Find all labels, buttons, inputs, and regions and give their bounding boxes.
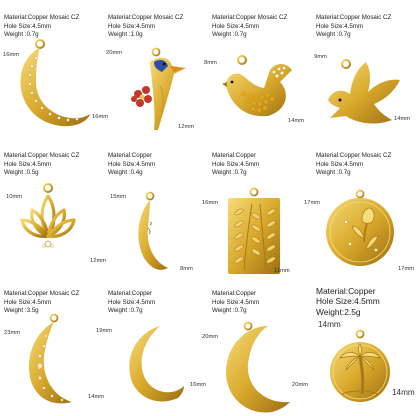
product-specs: Material:Copper Mosaic CZ Hole Size:4.5m…	[4, 290, 79, 316]
product-card-2[interactable]: Material:Copper Mosaic CZ Hole Size:4.5m…	[104, 0, 208, 138]
product-card-6[interactable]: Material:Copper Hole Size:4.5mm Weight :…	[104, 138, 208, 276]
product-specs: Material:Copper Hole Size:4.5mm Weight :…	[212, 290, 259, 316]
width-dimension: 20mm	[202, 334, 219, 340]
product-card-8[interactable]: Material:Copper Mosaic CZ Hole Size:4.5m…	[304, 138, 416, 276]
product-card-11[interactable]: Material:Copper Hole Size:4.5mm Weight :…	[202, 276, 312, 416]
width-dimension: 8mm	[204, 60, 217, 66]
weight-label: Weight:2.5g	[316, 306, 361, 317]
height-dimension: 16mm	[190, 382, 207, 388]
product-specs: Material:Copper Mosaic CZ Hole Size:4.5m…	[212, 14, 287, 40]
hole-size-label: Hole Size:4.5mm	[4, 298, 52, 306]
product-specs: Material:Copper Mosaic CZ Hole Size:4.5m…	[108, 14, 183, 40]
product-card-9[interactable]: Material:Copper Mosaic CZ Hole Size:4.5m…	[0, 276, 104, 416]
weight-label: Weight :0.7g	[316, 169, 351, 177]
hole-size-label: Hole Size:4.5mm	[4, 22, 52, 30]
height-dimension: 12mm	[178, 124, 195, 130]
hole-size-label: Hole Size:4.5mm	[316, 22, 364, 30]
height-dimension: 11mm	[274, 268, 290, 274]
weight-label: Weight :0.7g	[212, 31, 247, 39]
hole-size-label: Hole Size:4.5mm	[4, 160, 52, 168]
width-dimension: 14mm	[318, 320, 341, 329]
product-specs: Material:Copper Hole Size:4.5mm Weight:2…	[316, 286, 380, 317]
product-card-7[interactable]: Material:Copper Hole Size:4.5mm Weight :…	[202, 138, 312, 276]
width-dimension: 23mm	[4, 330, 21, 336]
material-label: Material:Copper Mosaic CZ	[108, 14, 184, 21]
material-label: Material:Copper Mosaic CZ	[316, 152, 392, 159]
height-dimension: 20mm	[292, 382, 309, 388]
material-label: Material:Copper	[108, 290, 153, 297]
material-label: Material:Copper Mosaic CZ	[212, 14, 288, 21]
height-dimension: 16mm	[92, 114, 109, 120]
material-label: Material:Copper Mosaic CZ	[316, 14, 392, 21]
weight-label: Weight :3.5g	[4, 307, 39, 315]
product-specs: Material:Copper Hole Size:4.5mm Weight :…	[212, 152, 259, 178]
product-card-5[interactable]: Material:Copper Mosaic CZ Hole Size:4.5m…	[0, 138, 107, 276]
weight-label: Weight :0.5g	[4, 169, 39, 177]
weight-label: Weight :0.7g	[212, 307, 247, 315]
leaf-tag-pendant-icon	[228, 187, 280, 274]
weight-label: Weight :0.4g	[108, 169, 143, 177]
width-dimension: 16mm	[3, 52, 20, 58]
toucan-flower-pendant-icon	[131, 47, 186, 130]
weight-label: Weight :0.7g	[212, 169, 247, 177]
product-specs: Material:Copper Hole Size:4.5mm Weight :…	[108, 152, 155, 178]
product-specs: Material:Copper Mosaic CZ Hole Size:4.5m…	[316, 152, 391, 178]
material-label: Material:Copper Mosaic CZ	[4, 14, 80, 21]
hook-moon-pendant-icon	[129, 326, 184, 402]
product-card-12[interactable]: Material:Copper Hole Size:4.5mm Weight:2…	[312, 276, 416, 416]
hole-size-label: Hole Size:4.5mm	[212, 22, 260, 30]
hole-size-label: Hole Size:4.5mm	[212, 298, 260, 306]
height-dimension: 14mm	[394, 116, 411, 122]
height-dimension: 8mm	[180, 266, 193, 272]
product-specs: Material:Copper Mosaic CZ Hole Size:4.5m…	[316, 14, 391, 40]
plain-moon-pendant-icon	[226, 321, 290, 413]
product-card-10[interactable]: Material:Copper Hole Size:4.5mm Weight :…	[96, 276, 208, 416]
material-label: Material:Copper	[108, 152, 153, 159]
product-specs: Material:Copper Hole Size:4.5mm Weight :…	[108, 290, 155, 316]
product-specs: Material:Copper Mosaic CZ Hole Size:4.5m…	[4, 152, 79, 178]
tulip-coin-pendant-icon	[326, 189, 394, 266]
width-dimension: 20mm	[106, 50, 123, 56]
width-dimension: 15mm	[110, 194, 127, 200]
hole-size-label: Hole Size:4.5mm	[108, 160, 156, 168]
width-dimension: 10mm	[6, 194, 23, 200]
material-label: Material:Copper	[316, 286, 376, 296]
width-dimension: 19mm	[96, 328, 113, 334]
height-dimension: 12mm	[90, 258, 107, 264]
product-card-4[interactable]: Material:Copper Mosaic CZ Hole Size:4.5m…	[312, 0, 416, 138]
moon-face-pendant-icon	[138, 191, 168, 270]
material-label: Material:Copper	[212, 290, 257, 297]
width-dimension: 16mm	[202, 200, 219, 206]
palm-tree-coin-pendant-icon	[330, 329, 390, 402]
width-dimension: 9mm	[314, 54, 327, 60]
hole-size-label: Hole Size:4.5mm	[316, 160, 364, 168]
dove-pendant-icon	[328, 59, 400, 124]
height-dimension: 14mm	[392, 388, 415, 397]
star-moon-pendant-icon	[28, 313, 72, 404]
hole-size-label: Hole Size:4.5mm	[108, 22, 156, 30]
hole-size-label: Hole Size:4.5mm	[108, 298, 156, 306]
height-dimension: 14mm	[88, 394, 105, 400]
crescent-moon-cz-pendant-icon	[20, 39, 90, 127]
material-label: Material:Copper Mosaic CZ	[4, 290, 80, 297]
height-dimension: 17mm	[398, 266, 415, 272]
material-label: Material:Copper	[212, 152, 257, 159]
weight-label: Weight :1.0g	[108, 31, 143, 39]
lotus-pendant-icon	[20, 183, 76, 248]
weight-label: Weight :0.7g	[108, 307, 143, 315]
height-dimension: 14mm	[288, 118, 305, 124]
bird-cz-pendant-icon	[222, 55, 292, 117]
product-card-1[interactable]: Material:Copper Mosaic CZ Hole Size:4.5m…	[0, 0, 108, 138]
hole-size-label: Hole Size:4.5mm	[212, 160, 260, 168]
weight-label: Weight :0.7g	[4, 31, 39, 39]
product-card-3[interactable]: Material:Copper Mosaic CZ Hole Size:4.5m…	[204, 0, 312, 138]
material-label: Material:Copper Mosaic CZ	[4, 152, 80, 159]
width-dimension: 17mm	[304, 200, 321, 206]
hole-size-label: Hole Size:4.5mm	[316, 296, 380, 307]
weight-label: Weight :0.7g	[316, 31, 351, 39]
product-specs: Material:Copper Mosaic CZ Hole Size:4.5m…	[4, 14, 79, 40]
